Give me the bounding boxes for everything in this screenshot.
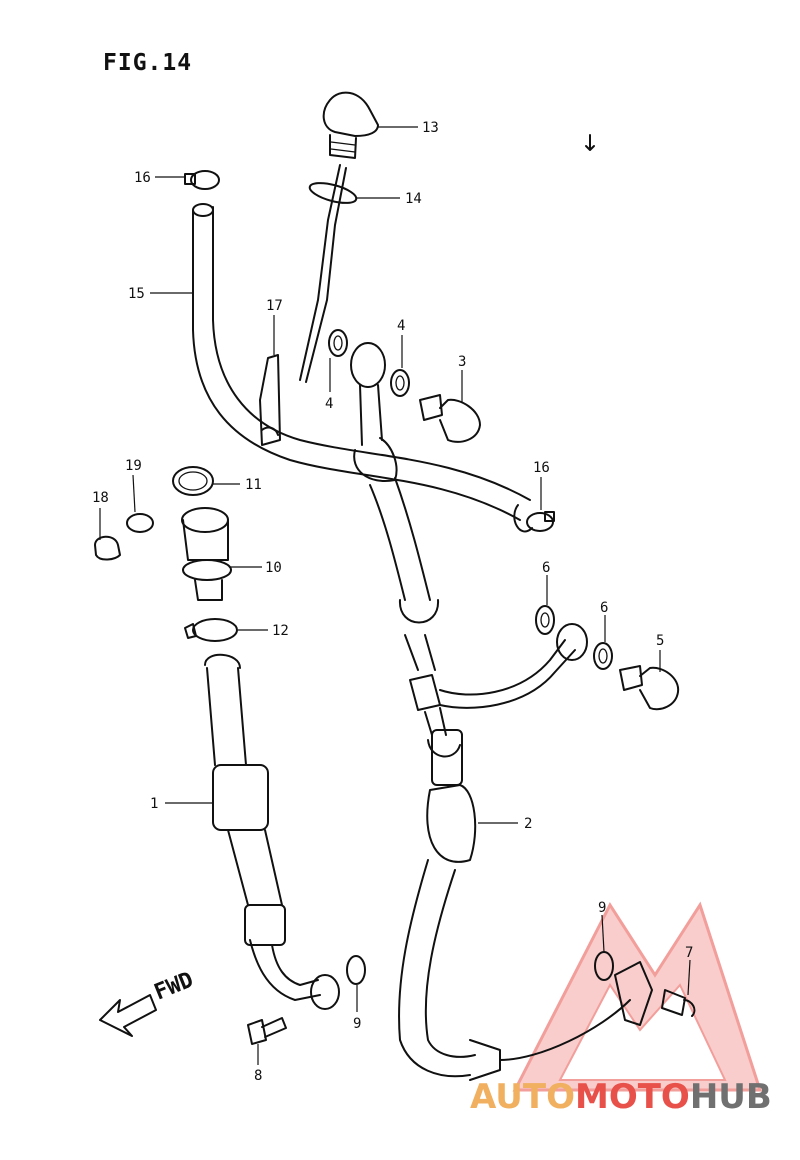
callout-19: 19 [125,458,142,474]
callout-6-left: 6 [542,560,550,576]
forward-direction-indicator: FWD [99,967,197,1037]
callout-17: 17 [266,298,283,314]
hose-fitting-branch [439,639,576,709]
callout-7: 7 [685,945,693,961]
breather-hose [192,206,531,521]
bolt-8 [247,1017,287,1045]
o-ring-11 [172,466,214,496]
oil-filler-cap [322,91,379,159]
banjo-bolt-lower [619,665,680,711]
callout-6-right: 6 [600,600,608,616]
hose-adapter [181,507,232,601]
leader-lines [99,126,691,1065]
watermark-text: AUTOMOTOHUB [470,1077,772,1117]
callout-16-lower: 16 [533,460,550,476]
hose-clamp-12 [184,618,238,642]
callout-13: 13 [422,120,439,136]
callout-16-upper: 16 [134,170,151,186]
washer [535,605,555,635]
dipstick [299,164,347,383]
bolt-7 [661,989,696,1017]
callout-14: 14 [405,191,422,207]
bracket [259,354,281,446]
callout-3: 3 [458,354,466,370]
callout-12: 12 [272,623,289,639]
callout-10: 10 [265,560,282,576]
banjo-fitting-upper [350,342,386,388]
hose-clamp-upper [184,170,220,190]
oil-hose-left [204,653,321,1001]
washer [328,329,348,357]
washer-9-left [346,955,366,985]
callout-9-right: 9 [598,900,606,916]
callout-8: 8 [254,1068,262,1084]
banjo-bolt [419,394,481,443]
washer [593,642,613,670]
figure-title: FIG.14 [103,50,193,76]
callout-5: 5 [656,633,664,649]
washer [390,369,410,397]
callout-9-left: 9 [353,1016,361,1032]
callout-4-right: 4 [397,318,405,334]
clip-18 [94,535,121,561]
callout-15: 15 [128,286,145,302]
callout-labels: 13 14 16 15 17 4 4 3 11 19 18 10 12 16 6… [92,120,693,1084]
callout-2: 2 [524,816,532,832]
clip-19 [126,513,154,533]
callout-4-left: 4 [325,396,333,412]
forward-label: FWD [151,967,197,1005]
watermark-logo [512,901,763,1092]
hose-fitting-lower [614,961,653,1026]
callout-11: 11 [245,477,262,493]
hose-clamp-lower [526,511,555,532]
forward-arrow-icon [99,994,157,1037]
callout-18: 18 [92,490,109,506]
callout-1: 1 [150,796,158,812]
